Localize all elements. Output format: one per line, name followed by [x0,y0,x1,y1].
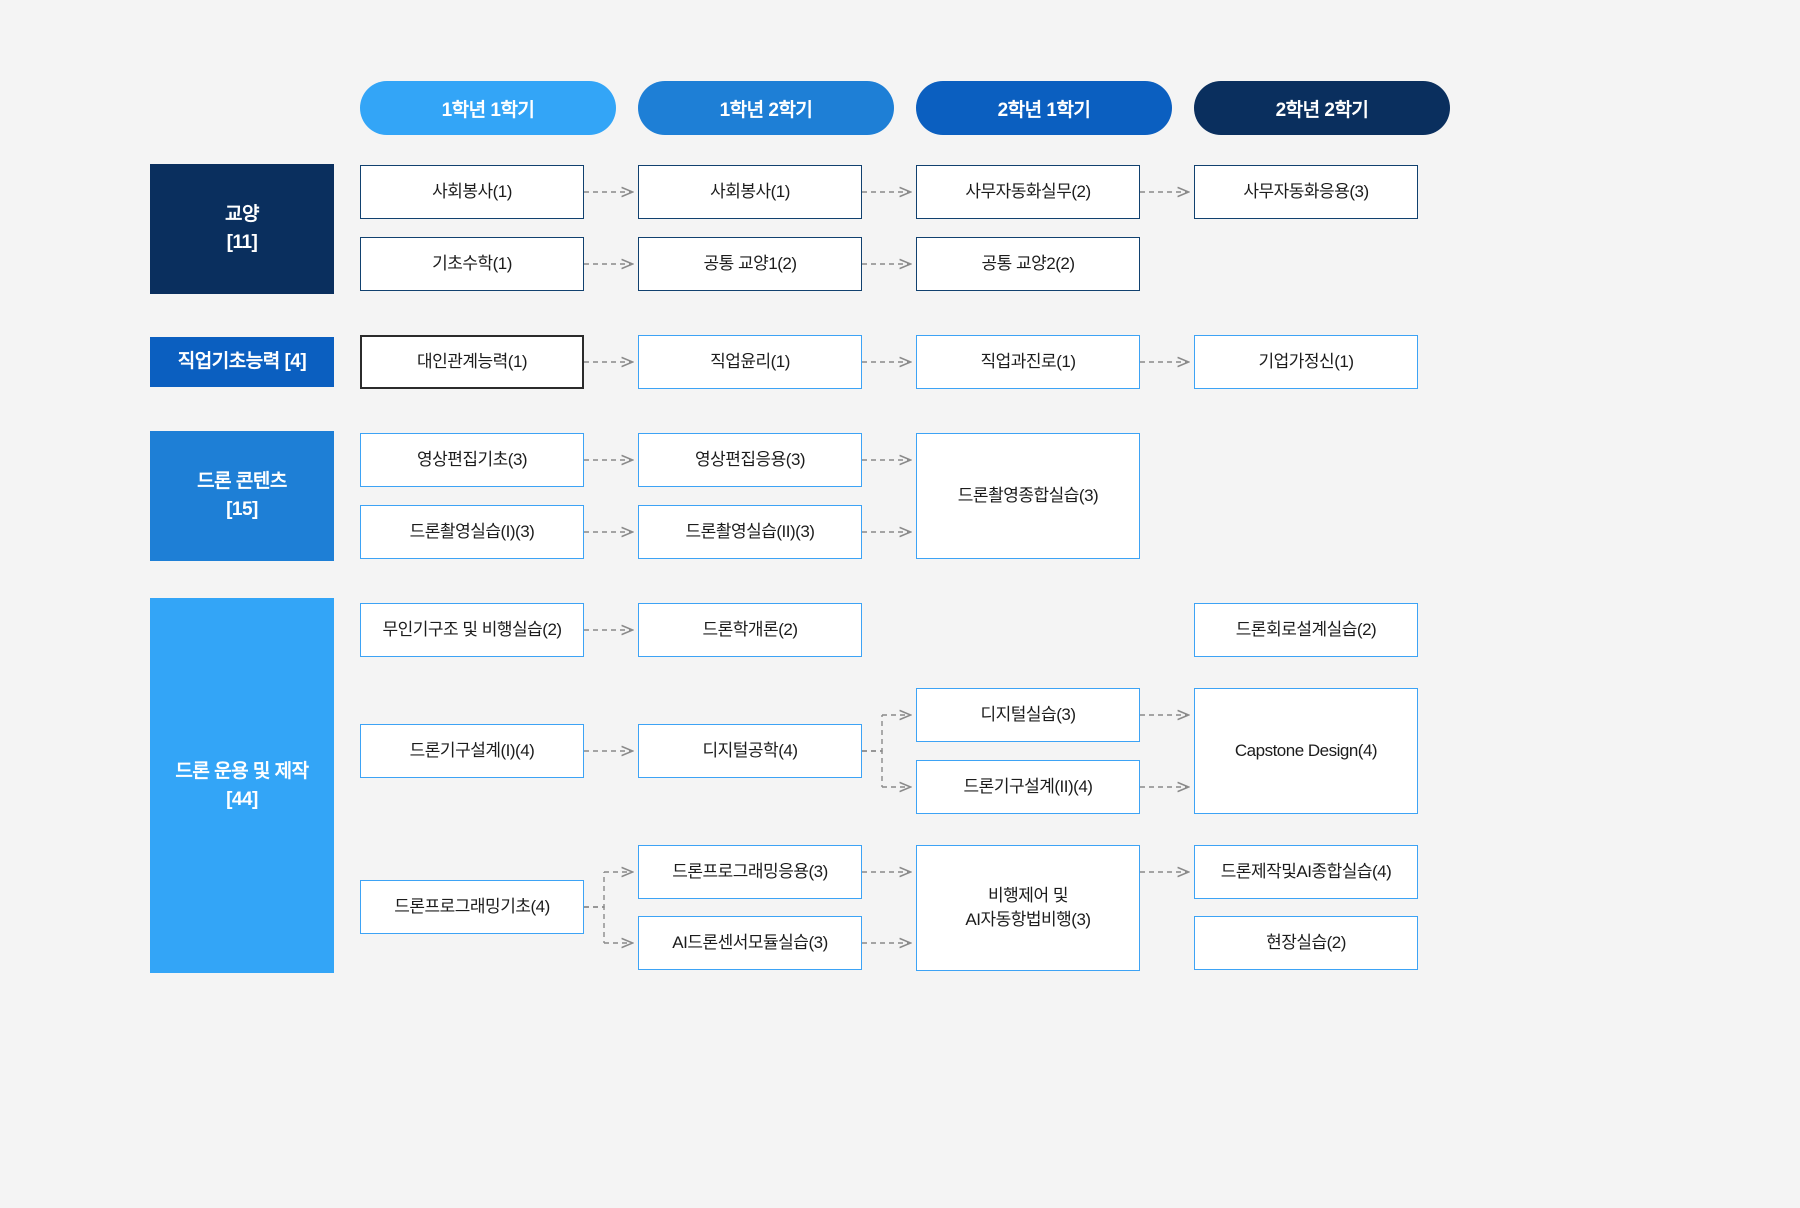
course-title: 영상편집기초(3) [416,450,528,470]
course-title: 직업과진로(1) [980,352,1076,372]
category-label-drone-operation-credits: [44] [226,788,258,810]
course-box[interactable]: 영상편집응용(3) [638,433,862,487]
course-title: 기업가정신(1) [1258,352,1354,372]
course-box[interactable]: 드론촬영실습(II)(3) [638,505,862,559]
course-box[interactable]: 사무자동화실무(2) [916,165,1140,219]
course-box[interactable]: 공통 교양1(2) [638,237,862,291]
course-box[interactable]: 사회봉사(1) [360,165,584,219]
course-title: AI드론센서모듈실습(3) [672,933,828,953]
course-title: 사회봉사(1) [710,182,790,202]
semester-header-3[interactable]: 2학년 1학기 [916,81,1172,135]
course-title: 드론촬영실습(I)(3) [409,522,535,542]
course-title: 기초수학(1) [432,254,512,274]
category-label-drone-contents-name: 드론 콘텐츠 [197,471,287,493]
course-box[interactable]: 드론기구설계(II)(4) [916,760,1140,814]
course-title: 드론회로설계실습(2) [1235,620,1377,640]
course-title: 사회봉사(1) [432,182,512,202]
category-label-drone-operation[interactable]: 드론 운용 및 제작 [44] [150,598,334,973]
course-title: 사무자동화응용(3) [1243,182,1369,202]
course-box[interactable]: 무인기구조 및 비행실습(2) [360,603,584,657]
course-box[interactable]: AI드론센서모듈실습(3) [638,916,862,970]
course-title: 드론촬영종합실습(3) [957,486,1099,506]
semester-header-1[interactable]: 1학년 1학기 [360,81,616,135]
category-label-liberal-arts-credits: [11] [226,232,258,253]
semester-header-1-label: 1학년 1학기 [441,99,535,121]
semester-header-4-label: 2학년 2학기 [1275,99,1369,121]
category-label-vocational-basics[interactable]: 직업기초능력 [4] [150,337,334,387]
course-title: 드론프로그래밍응용(3) [672,862,828,882]
course-title: 디지털공학(4) [702,741,798,761]
course-box[interactable]: 사회봉사(1) [638,165,862,219]
category-label-drone-operation-name: 드론 운용 및 제작 [175,760,309,782]
course-box[interactable]: 직업윤리(1) [638,335,862,389]
course-box[interactable]: 영상편집기초(3) [360,433,584,487]
course-box[interactable]: 디지털공학(4) [638,724,862,778]
course-title: 드론프로그래밍기초(4) [394,897,550,917]
course-box[interactable]: 드론회로설계실습(2) [1194,603,1418,657]
semester-header-3-label: 2학년 1학기 [997,99,1091,121]
category-label-vocational-basics-name: 직업기초능력 [4] [177,351,307,373]
course-box[interactable]: 드론촬영종합실습(3) [916,433,1140,559]
course-box[interactable]: 비행제어 및 AI자동항법비행(3) [916,845,1140,971]
course-title: 드론제작및AI종합실습(4) [1220,862,1392,882]
course-box[interactable]: 기업가정신(1) [1194,335,1418,389]
course-box[interactable]: 사무자동화응용(3) [1194,165,1418,219]
category-label-drone-contents[interactable]: 드론 콘텐츠 [15] [150,431,334,561]
course-title: 드론촬영실습(II)(3) [685,522,815,542]
course-box[interactable]: 드론프로그래밍응용(3) [638,845,862,899]
course-title: 사무자동화실무(2) [965,182,1091,202]
course-title: 대인관계능력(1) [416,352,528,372]
course-title: 직업윤리(1) [710,352,790,372]
category-label-liberal-arts-name: 교양 [225,204,259,226]
course-title: Capstone Design(4) [1234,741,1378,761]
course-box[interactable]: 드론제작및AI종합실습(4) [1194,845,1418,899]
course-title: 공통 교양2(2) [981,254,1075,274]
course-box[interactable]: 드론촬영실습(I)(3) [360,505,584,559]
course-box[interactable]: 드론기구설계(I)(4) [360,724,584,778]
course-box[interactable]: 드론학개론(2) [638,603,862,657]
course-box[interactable]: 현장실습(2) [1194,916,1418,970]
course-box[interactable]: Capstone Design(4) [1194,688,1418,814]
course-title: 드론기구설계(II)(4) [963,777,1093,797]
course-box[interactable]: 기초수학(1) [360,237,584,291]
course-box[interactable]: 디지털실습(3) [916,688,1140,742]
course-title: 현장실습(2) [1266,933,1346,953]
course-box[interactable]: 대인관계능력(1) [360,335,584,389]
semester-header-2-label: 1학년 2학기 [719,99,813,121]
course-title: 공통 교양1(2) [703,254,797,274]
course-box[interactable]: 공통 교양2(2) [916,237,1140,291]
course-box[interactable]: 직업과진로(1) [916,335,1140,389]
course-title: 드론기구설계(I)(4) [409,741,535,761]
course-box[interactable]: 드론프로그래밍기초(4) [360,880,584,934]
course-title: 무인기구조 및 비행실습(2) [382,620,562,640]
category-label-drone-contents-credits: [15] [226,499,258,520]
course-title: 디지털실습(3) [980,705,1076,725]
category-label-liberal-arts[interactable]: 교양 [11] [150,164,334,294]
course-title: 비행제어 및 AI자동항법비행(3) [965,886,1091,929]
semester-header-2[interactable]: 1학년 2학기 [638,81,894,135]
course-title: 드론학개론(2) [702,620,798,640]
semester-header-4[interactable]: 2학년 2학기 [1194,81,1450,135]
course-title: 영상편집응용(3) [694,450,806,470]
